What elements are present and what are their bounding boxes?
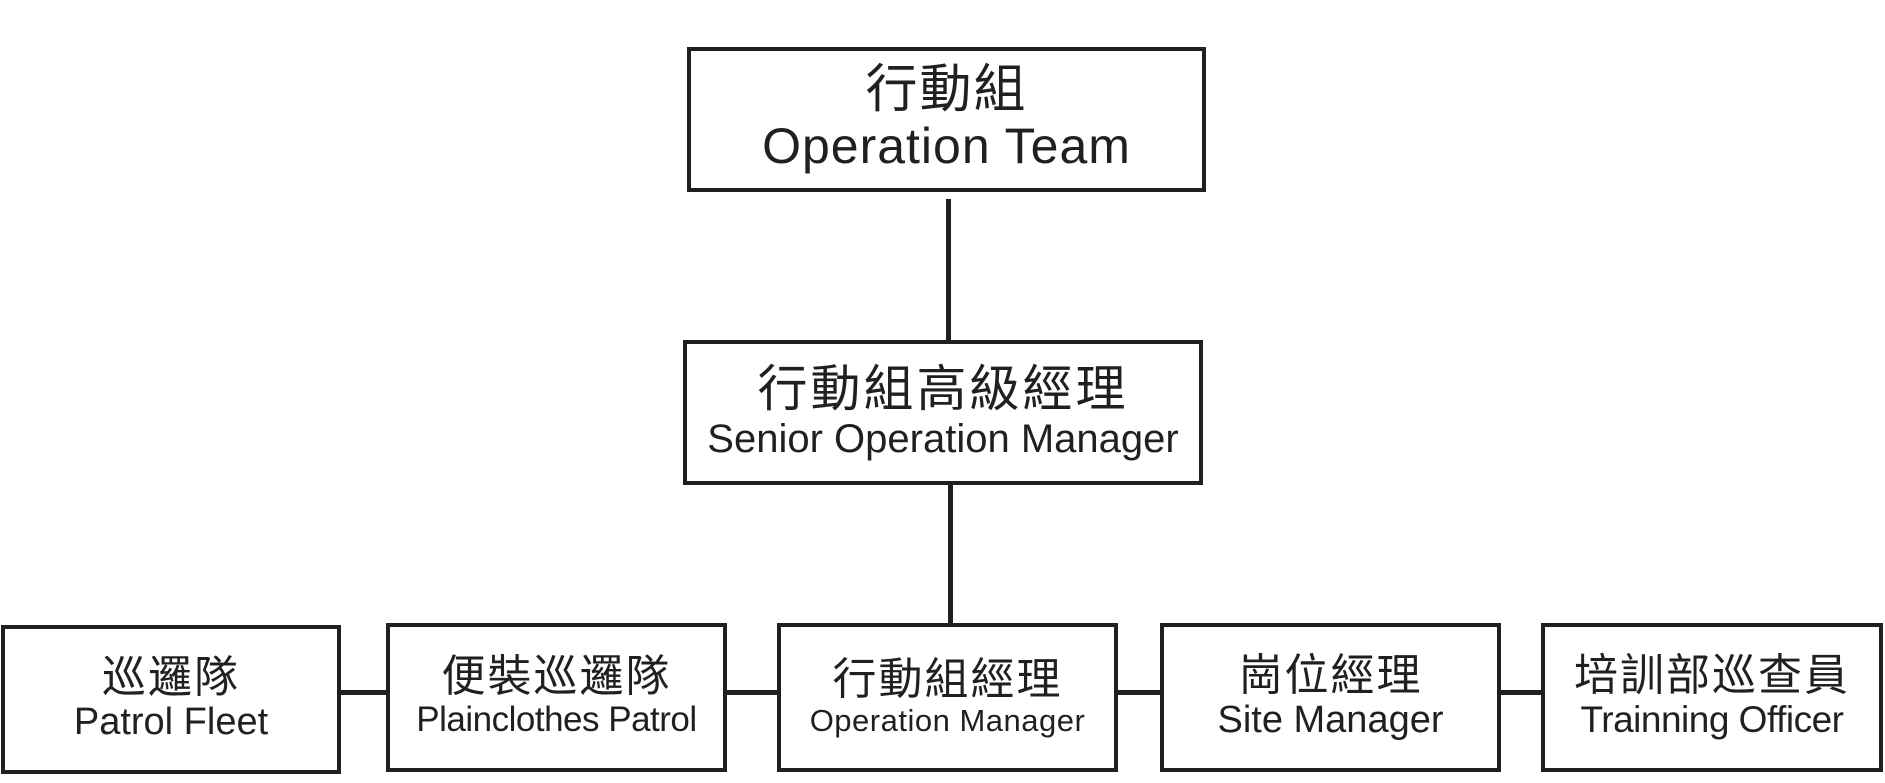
- training-officer-en-label: Trainning Officer: [1580, 699, 1844, 741]
- site-manager-en-label: Site Manager: [1217, 698, 1444, 741]
- operation-manager-en-label: Operation Manager: [809, 702, 1086, 738]
- training-officer-zh-label: 培訓部巡查員: [1574, 650, 1850, 702]
- patrol-fleet-zh-label: 巡邏隊: [102, 651, 240, 703]
- operation-team-box: 行動組 Operation Team: [687, 47, 1206, 192]
- connector-unit-4-to-unit-5: [1499, 690, 1543, 695]
- patrol-fleet-box: 巡邏隊 Patrol Fleet: [1, 625, 341, 774]
- operation-team-zh-label: 行動組: [865, 60, 1028, 121]
- training-officer-box: 培訓部巡查員 Trainning Officer: [1541, 623, 1883, 772]
- operation-manager-box: 行動組經理 Operation Manager: [777, 623, 1118, 772]
- operation-team-en-label: Operation Team: [762, 118, 1131, 175]
- plainclothes-patrol-zh-label: 便裝巡邏隊: [441, 651, 672, 703]
- plainclothes-patrol-box: 便裝巡邏隊 Plainclothes Patrol: [386, 623, 727, 772]
- site-manager-box: 崗位經理 Site Manager: [1160, 623, 1501, 772]
- connector-unit-1-to-unit-2: [339, 690, 388, 695]
- connector-unit-3-to-unit-4: [1116, 690, 1162, 695]
- senior-operation-manager-zh-label: 行動組高級經理: [757, 360, 1129, 419]
- connector-top-to-senior: [946, 199, 951, 342]
- connector-unit-2-to-unit-3: [725, 690, 779, 695]
- senior-operation-manager-box: 行動組高級經理 Senior Operation Manager: [683, 340, 1203, 485]
- connector-senior-to-operation-manager: [948, 483, 953, 625]
- site-manager-zh-label: 崗位經理: [1238, 649, 1423, 701]
- patrol-fleet-en-label: Patrol Fleet: [73, 700, 269, 743]
- plainclothes-patrol-en-label: Plainclothes Patrol: [416, 700, 697, 740]
- operation-manager-zh-label: 行動組經理: [832, 653, 1063, 705]
- senior-operation-manager-en-label: Senior Operation Manager: [707, 416, 1179, 461]
